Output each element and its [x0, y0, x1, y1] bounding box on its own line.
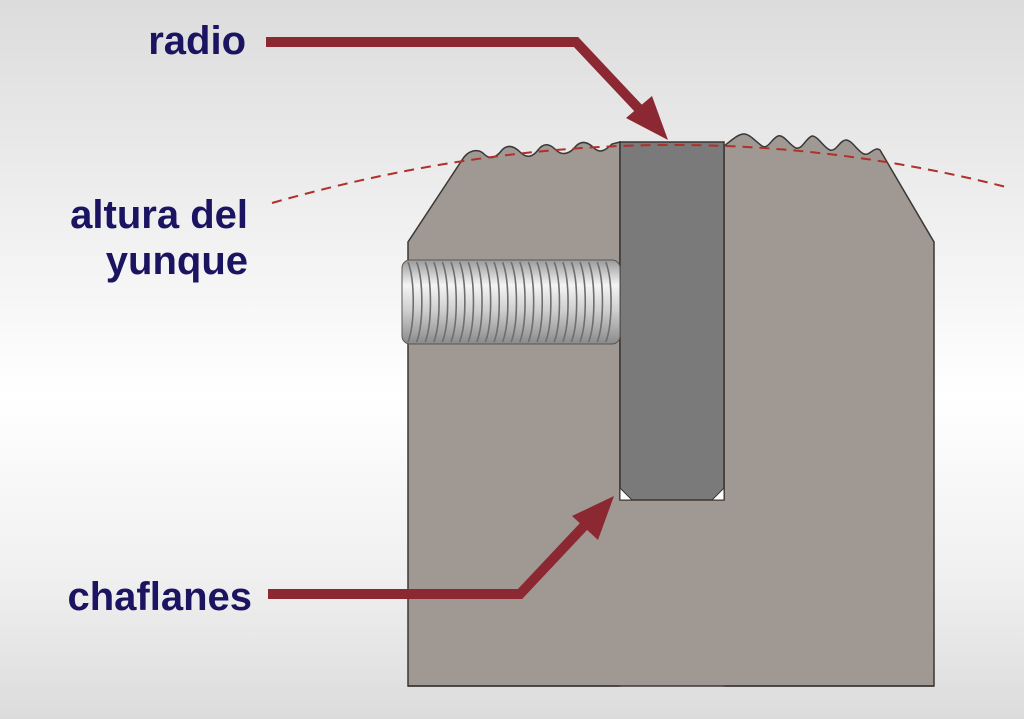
- anvil-base: [619, 500, 725, 686]
- chamfer-left: [619, 486, 634, 501]
- screw-thread: [587, 261, 595, 343]
- screw-thread: [519, 261, 526, 343]
- screw-thread: [605, 261, 612, 343]
- label-radio-text: radio: [148, 19, 246, 63]
- screw-thread: [476, 261, 483, 343]
- screw-thread: [536, 261, 544, 343]
- screw-thread: [433, 261, 440, 343]
- screw-thread: [562, 261, 569, 343]
- screw-thread: [407, 261, 415, 343]
- screw-thread: [579, 261, 587, 343]
- anvil-slot: [619, 141, 725, 501]
- chamfer-right: [710, 486, 725, 501]
- screw-thread: [501, 261, 509, 343]
- screw-thread: [596, 261, 604, 343]
- screw-thread: [441, 261, 449, 343]
- screw-thread: [544, 261, 552, 343]
- screw-thread: [570, 261, 578, 343]
- screw-thread: [415, 261, 423, 343]
- anvil-height-arc: [271, 143, 1011, 204]
- screw-thread: [458, 261, 466, 343]
- label-radio: radio: [148, 18, 246, 64]
- screw-thread: [467, 261, 475, 343]
- screw-thread: [484, 261, 492, 343]
- label-anvil-height-line1: altura del: [70, 193, 248, 237]
- screw-thread: [493, 261, 501, 343]
- label-chamfers: chaflanes: [67, 574, 252, 620]
- screw-thread: [424, 261, 432, 343]
- screw-thread: [527, 261, 535, 343]
- label-chamfers-text: chaflanes: [67, 575, 252, 619]
- screw-thread: [510, 261, 518, 343]
- screw-thread: [450, 261, 458, 343]
- label-anvil-height: altura del yunque: [70, 192, 248, 284]
- label-anvil-height-line2: yunque: [105, 239, 248, 283]
- threaded-screw: [401, 259, 621, 345]
- chaflanes-arrow: [268, 496, 614, 599]
- radio-arrow: [266, 37, 668, 140]
- screw-thread: [553, 261, 561, 343]
